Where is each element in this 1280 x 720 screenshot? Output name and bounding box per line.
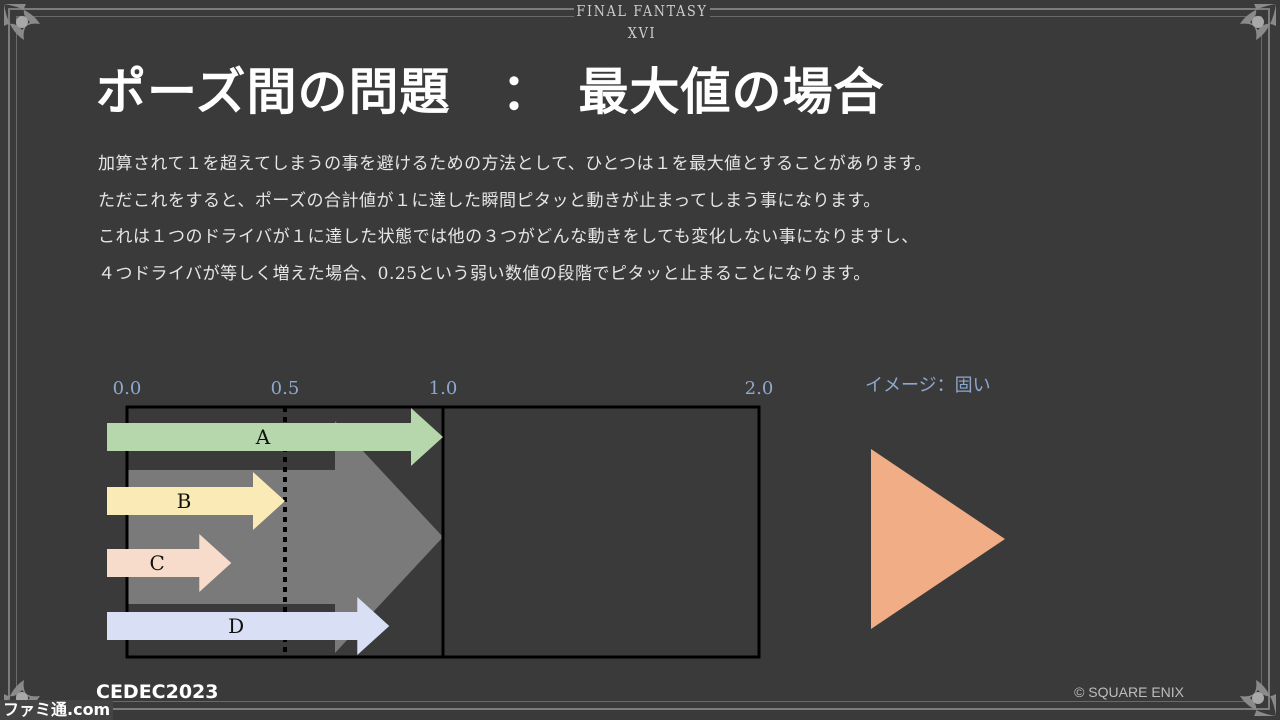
body-paragraph: ただこれをすると、ポーズの合計値が１に達した瞬間ピタッと動きが止まってしまう事に…: [98, 190, 881, 211]
ornament-corner-icon: [0, 0, 80, 80]
x-tick-label: 0.0: [113, 378, 142, 399]
game-logo: FINAL FANTASY XVI: [574, 0, 710, 42]
body-paragraph: ４つドライバが等しく増えた場合、0.25という弱い数値の段階でピタッと止まること…: [98, 263, 871, 284]
stiff-image-triangle: [871, 449, 1005, 629]
x-tick-label: 2.0: [745, 378, 774, 399]
image-label: イメージ：固い: [865, 375, 991, 396]
cedec-logo: CEDEC2023: [96, 681, 219, 703]
series-arrow-a: [107, 408, 443, 466]
x-tick-label: 0.5: [271, 378, 300, 399]
x-tick-label: 1.0: [429, 378, 458, 399]
body-paragraph: 加算されて１を超えてしまうの事を避けるための方法として、ひとつは１を最大値とする…: [98, 154, 932, 174]
body-paragraph: これは１つのドライバが１に達した状態では他の３つがどんな動きをしても変化しない事…: [98, 227, 919, 247]
slide-body: 加算されて１を超えてしまうの事を避けるための方法として、ひとつは１を最大値とする…: [98, 146, 1198, 292]
copyright-text: © SQUARE ENIX: [1074, 684, 1184, 700]
series-label: C: [149, 551, 164, 575]
famitsu-watermark: ファミ通.com: [0, 700, 114, 720]
series-arrow-c: [107, 534, 232, 592]
ornament-corner-icon: [1200, 640, 1280, 720]
series-label: B: [177, 489, 192, 513]
series-label: A: [255, 425, 271, 449]
ornament-corner-icon: [1200, 0, 1280, 80]
series-arrow-b: [107, 472, 285, 530]
series-label: D: [228, 614, 244, 638]
series-arrow-d: [107, 597, 390, 655]
slide-title: ポーズ間の問題 ： 最大値の場合: [96, 63, 885, 121]
